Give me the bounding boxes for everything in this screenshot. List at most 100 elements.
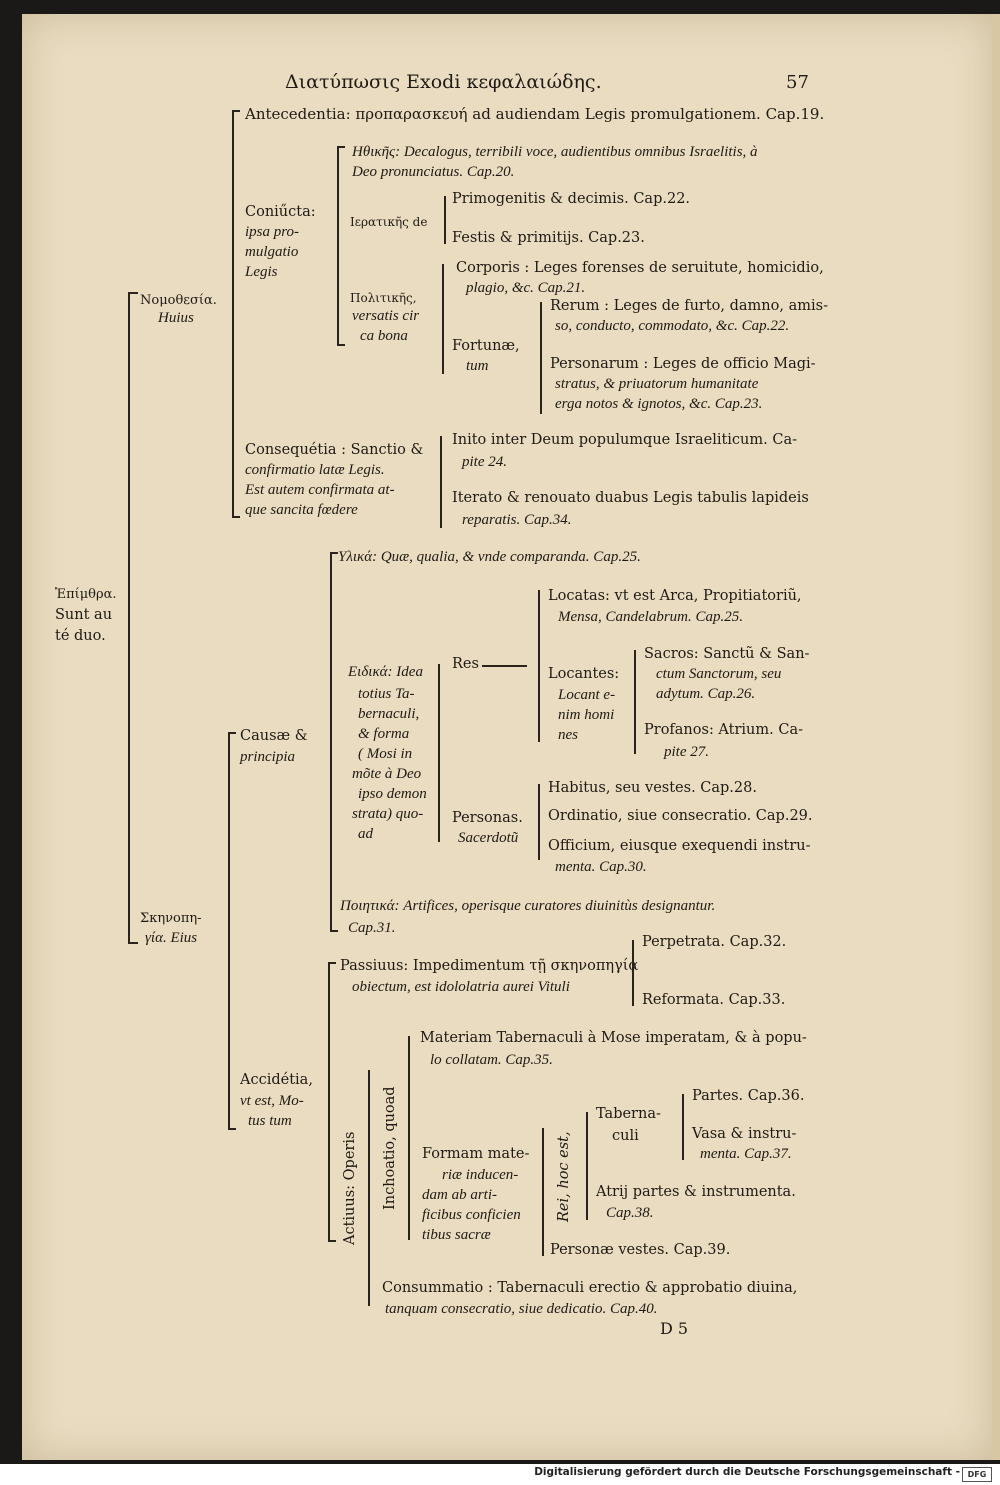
locantes-label-3: nim homi: [558, 707, 615, 723]
book-page: [22, 14, 992, 1460]
accidentia-bracket: [328, 962, 330, 1242]
iterato-line-1: Iterato & renouato duabus Legis tabulis …: [452, 490, 809, 506]
accidentia-label-2: vt est, Mo-: [240, 1093, 304, 1109]
poietika-line-1: Ποιητικά: Artifices, operisque curatores…: [340, 898, 716, 914]
consequentia-line-2: confirmatio latæ Legis.: [245, 462, 385, 478]
tabernaculi-label-1: Taberna-: [596, 1106, 661, 1122]
locatas-line-2: Mensa, Candelabrum. Cap.25.: [558, 609, 743, 625]
tabernaculi-label-2: culi: [612, 1128, 639, 1144]
bracket-tick: [232, 516, 240, 518]
eidika-line-3: bernaculi,: [358, 706, 420, 722]
poietika-line-2: Cap.31.: [348, 920, 396, 936]
vasa-line-2: menta. Cap.37.: [700, 1146, 792, 1162]
locantes-label-2: Locant e-: [558, 687, 616, 703]
locantes-label-1: Locantes:: [548, 666, 620, 682]
hieratikes-bracket: [444, 196, 446, 244]
coniuncta-label-2: ipsa pro-: [245, 224, 300, 240]
bracket-tick: [128, 942, 138, 944]
personas-bracket: [538, 784, 540, 860]
hieratikes-label: Ιερατικῆς de: [350, 215, 428, 229]
partes-text: Partes. Cap.36.: [692, 1088, 805, 1104]
locatas-line-1: Locatas: vt est Arca, Propitiatoriũ,: [548, 588, 802, 604]
eidika-line-1: Ειδικά: Idea: [348, 664, 423, 680]
politikes-bracket: [442, 264, 444, 374]
coniuncta-label-4: Legis: [245, 264, 278, 280]
personas-label-1: Personas.: [452, 810, 523, 826]
formam-line-2: riæ inducen-: [442, 1167, 519, 1183]
bracket-tick: [330, 930, 338, 932]
root-label-3: té duo.: [55, 628, 106, 644]
page-edge: [992, 14, 1000, 1460]
habitus-text: Habitus, seu vestes. Cap.28.: [548, 780, 757, 796]
tabernaculi-bracket: [682, 1094, 684, 1160]
vasa-line-1: Vasa & instru-: [692, 1126, 797, 1142]
rei-hoc-est-vertical: Rei, hoc est,: [556, 1131, 572, 1222]
personarum-line-3: erga notos & ignotos, &c. Cap.23.: [555, 396, 763, 412]
skenopegia-bracket: [228, 732, 230, 1130]
formam-line-1: Formam mate-: [422, 1146, 530, 1162]
profanos-line-1: Profanos: Atrium. Ca-: [644, 722, 803, 738]
personarum-line-1: Personarum : Leges de officio Magi-: [550, 356, 816, 372]
ordinatio-text: Ordinatio, siue consecratio. Cap.29.: [548, 808, 813, 824]
ethikes-line-2: Deo pronunciatus. Cap.20.: [352, 164, 515, 180]
bracket-tick: [232, 110, 240, 112]
coniuncta-label-1: Coniűcta:: [245, 204, 316, 220]
personas-label-2: Sacerdotũ: [458, 830, 519, 846]
nomothesia-label-1: Νομοθεσία.: [140, 293, 217, 308]
profanos-line-2: pite 27.: [664, 744, 709, 760]
officium-line-1: Officium, eiusque exequendi instru-: [548, 838, 811, 854]
nomothesia-label-2: Huius: [158, 310, 194, 326]
res-label: Res: [452, 656, 479, 672]
bracket-tick: [328, 962, 336, 964]
passiuus-bracket: [632, 940, 634, 1006]
running-head: Διατύπωσις Exodi κεφαλαιώδης.: [285, 71, 602, 93]
nomothesia-bracket: [232, 110, 234, 518]
bracket-tick: [328, 1240, 336, 1242]
root-bracket: [128, 292, 130, 944]
skenopegia-label-1: Σκηνοπη-: [140, 911, 202, 926]
dfg-logo: DFG: [962, 1467, 992, 1482]
fortunae-bracket: [540, 302, 542, 414]
atrij-line-2: Cap.38.: [606, 1205, 654, 1221]
signature-mark: D 5: [660, 1319, 689, 1338]
eidika-line-2: totius Ta-: [358, 686, 415, 702]
consummatio-line-1: Consummatio : Tabernaculi erectio & appr…: [382, 1280, 798, 1296]
rerum-line-2: so, conducto, commodato, &c. Cap.22.: [555, 318, 790, 334]
skenopegia-label-2: γία. Eius: [145, 930, 198, 946]
eidika-line-4: & forma: [358, 726, 410, 742]
eidika-line-6: mõte à Deo: [352, 766, 422, 782]
iterato-line-2: reparatis. Cap.34.: [462, 512, 572, 528]
perpetrata-text: Perpetrata. Cap.32.: [642, 934, 787, 950]
rei-bracket: [542, 1128, 544, 1256]
root-label-1: Ἐπίμθρα.: [55, 587, 117, 602]
inchoatio-bracket: [408, 1036, 410, 1240]
locantes-bracket: [634, 650, 636, 754]
officium-line-2: menta. Cap.30.: [555, 859, 647, 875]
inito-line-1: Inito inter Deum populumque Israeliticum…: [452, 432, 797, 448]
fortunae-label-2: tum: [466, 358, 489, 374]
coniuncta-bracket: [337, 146, 339, 346]
formam-line-4: ficibus conficien: [422, 1207, 521, 1223]
accidentia-label-3: tus tum: [248, 1113, 292, 1129]
passiuus-line-2: obiectum, est idololatria aurei Vituli: [352, 979, 570, 995]
eidika-line-9: ad: [358, 826, 373, 842]
locantes-label-4: nes: [558, 727, 578, 743]
sacros-line-3: adytum. Cap.26.: [656, 686, 756, 702]
politikes-label-3: ca bona: [360, 328, 408, 344]
actiuus-bracket: [368, 1070, 370, 1306]
consequentia-line-3: Est autem confirmata at-: [245, 482, 395, 498]
corporis-line-2: plagio, &c. Cap.21.: [466, 280, 586, 296]
hylika-text: Υλικά: Quæ, qualia, & vnde comparanda. C…: [338, 549, 641, 565]
rerum-line-1: Rerum : Leges de furto, damno, amis-: [550, 298, 828, 314]
formam-line-5: tibus sacræ: [422, 1227, 491, 1243]
antecedentia-text: Antecedentia: προπαρασκευή ad audiendam …: [245, 105, 825, 123]
actiuus-vertical: Actiuus: Operis: [342, 1131, 358, 1245]
passiuus-line-1: Passiuus: Impedimentum τῇ σκηνοπηγίᾳ: [340, 958, 639, 974]
footer-text: Digitalisierung gefördert durch die Deut…: [534, 1466, 960, 1478]
consequentia-line-4: que sancita fœdere: [245, 502, 358, 518]
bracket-tick: [228, 1128, 236, 1130]
atrij-line-1: Atrij partes & instrumenta.: [596, 1184, 796, 1200]
bracket-tick: [228, 732, 236, 734]
res-connector: [482, 665, 527, 667]
tabernaculi-outer-bracket: [586, 1112, 588, 1220]
